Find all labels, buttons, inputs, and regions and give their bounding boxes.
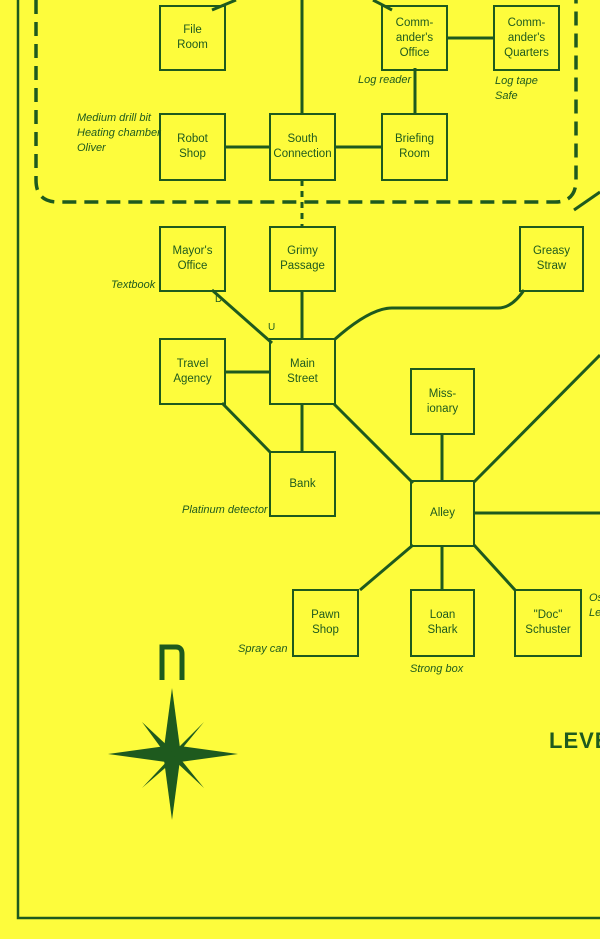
note-textbook: Textbook — [111, 279, 156, 291]
note-strong-box: Strong box — [410, 663, 464, 675]
page-border — [16, 0, 600, 920]
note-log-reader: Log reader — [358, 74, 412, 86]
note-spray-can: Spray can — [238, 643, 288, 655]
dashed-enclosure — [34, 0, 578, 204]
room-loan-shark: Loan Shark — [410, 589, 475, 657]
room-bank: Bank — [269, 451, 336, 517]
room-main-street: Main Street — [269, 338, 336, 405]
room-briefing-room: Briefing Room — [381, 113, 448, 181]
note-log-tape-safe: Log tape Safe — [495, 75, 538, 102]
tag-up: U — [268, 322, 276, 333]
link-right-edge — [573, 190, 600, 212]
link-alley-doc — [472, 543, 517, 592]
level-legend: LEVE — [549, 728, 600, 753]
compass-rose-icon — [108, 688, 238, 820]
link-mayor-main — [211, 288, 273, 345]
room-pawn-shop: Pawn Shop — [292, 589, 359, 657]
compass-n-icon — [159, 644, 185, 680]
room-commanders-office: Comm- ander's Office — [381, 5, 448, 71]
note-doc-partial: Os Le — [589, 592, 600, 619]
room-travel-agency: Travel Agency — [159, 338, 226, 405]
room-alley: Alley — [410, 480, 475, 547]
tag-down: D — [215, 294, 223, 305]
note-platinum-detector: Platinum detector — [182, 504, 268, 516]
room-south-connection: South Connection — [269, 113, 336, 181]
room-file-room: File Room — [159, 5, 226, 71]
room-robot-shop: Robot Shop — [159, 113, 226, 181]
note-robot-shop-items: Medium drill bit Heating chamber Oliver — [77, 112, 161, 154]
link-alley-pawn — [359, 543, 414, 592]
link-main-alley — [332, 402, 415, 485]
link-alley-ne — [472, 353, 600, 484]
room-mayors-office: Mayor's Office — [159, 226, 226, 292]
room-missionary: Miss- ionary — [410, 368, 475, 435]
link-travel-bank — [220, 401, 272, 454]
link-main-greasy — [333, 289, 526, 342]
room-greasy-straw: Greasy Straw — [519, 226, 584, 292]
room-grimy-passage: Grimy Passage — [269, 226, 336, 292]
room-doc-schuster: "Doc" Schuster — [514, 589, 582, 657]
room-commanders-quarters: Comm- ander's Quarters — [493, 5, 560, 71]
